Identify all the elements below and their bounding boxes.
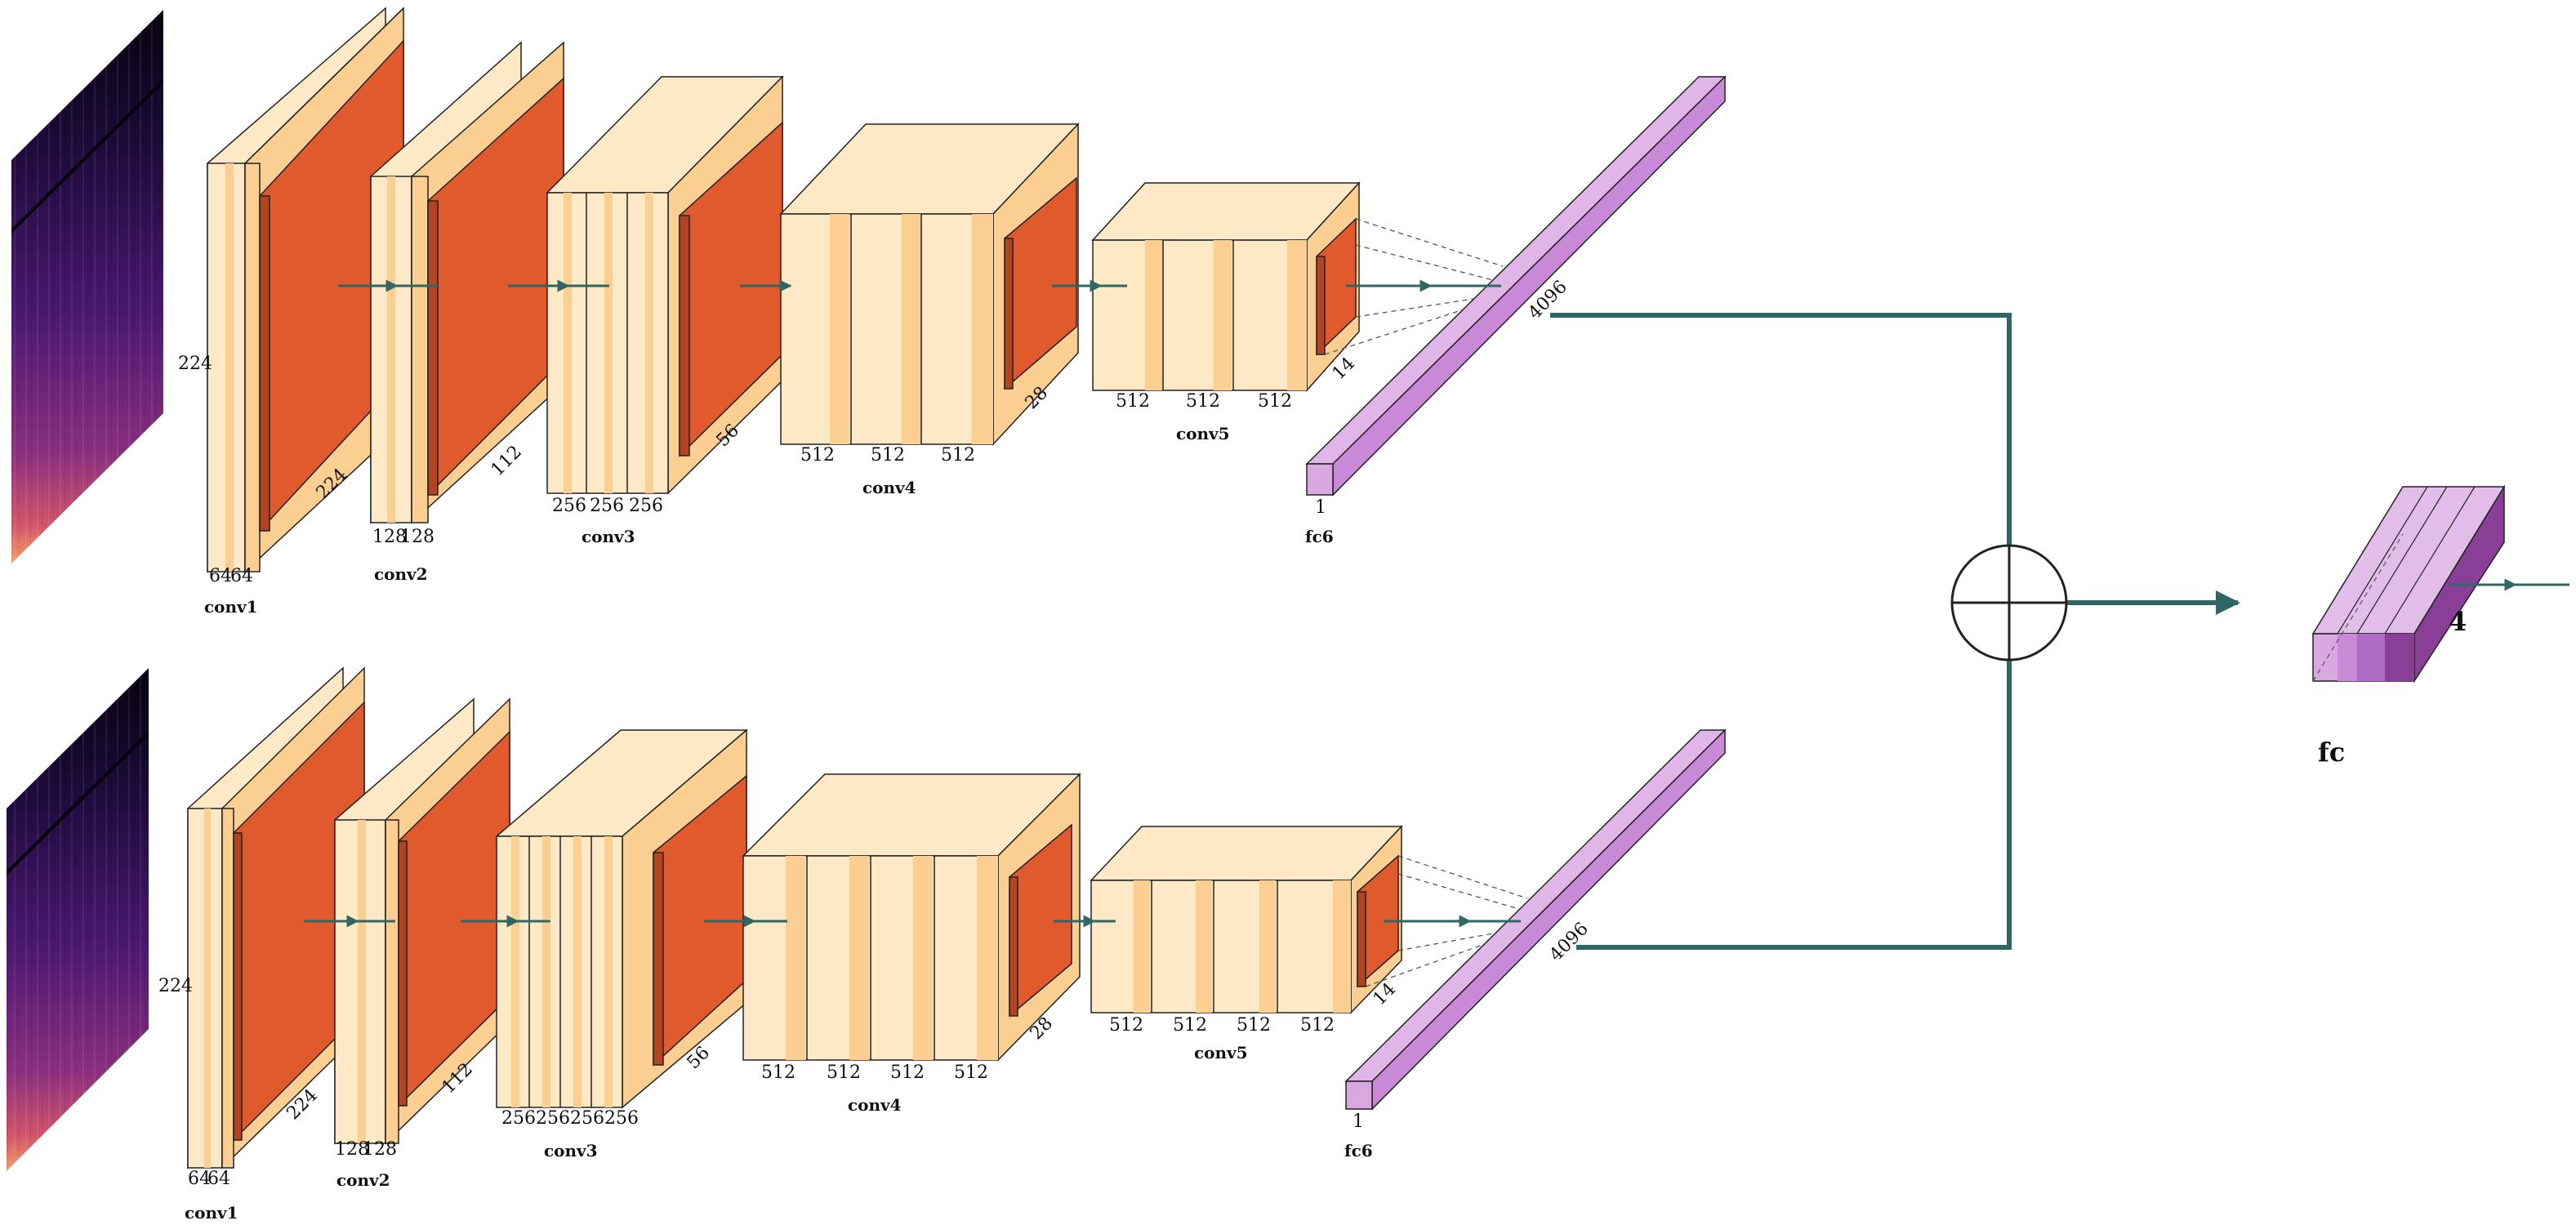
conv3-ch2-label: 256 bbox=[590, 496, 624, 516]
conv1-dim-label: 224 bbox=[158, 976, 193, 996]
conv2-name-label: conv2 bbox=[374, 564, 428, 584]
conv5-ch2-label: 512 bbox=[1186, 391, 1220, 412]
conv1-ch1-label: 64 bbox=[209, 566, 232, 586]
conv1-ch2-label: 64 bbox=[230, 566, 253, 586]
conv4-ch2-label: 512 bbox=[871, 445, 905, 466]
conv5-ch4-label: 512 bbox=[1300, 1015, 1335, 1036]
conv5-block-bottom bbox=[1090, 825, 1403, 1014]
conv1-ch2-label: 64 bbox=[207, 1169, 230, 1189]
spectrogram-image-bottom bbox=[7, 668, 149, 1171]
conv3-name-label: conv3 bbox=[582, 527, 635, 546]
sum-circle-icon bbox=[1950, 544, 2068, 662]
conv4-ch3-label: 512 bbox=[890, 1062, 925, 1083]
conv5-ch1-label: 512 bbox=[1109, 1015, 1143, 1036]
conv3-ch4-label: 256 bbox=[604, 1108, 639, 1129]
conv4-name-label: conv4 bbox=[848, 1095, 902, 1115]
fc-name-label: fc bbox=[2318, 737, 2345, 768]
conv2-ch2-label: 128 bbox=[363, 1139, 397, 1160]
fc6-bar-bottom bbox=[1344, 728, 1727, 1111]
conv4-ch2-label: 512 bbox=[827, 1062, 861, 1083]
conv3-ch1-label: 256 bbox=[501, 1108, 536, 1129]
conv1-ch1-label: 64 bbox=[188, 1169, 211, 1189]
conv3-ch3-label: 256 bbox=[570, 1108, 604, 1129]
network-top: 224 64 64 224 conv1 128 128 112 conv2 bbox=[11, 7, 1727, 617]
conv2-name-label: conv2 bbox=[336, 1170, 390, 1190]
conv2-block-bottom bbox=[334, 697, 510, 1145]
fc6-bar-top bbox=[1305, 75, 1727, 497]
fc6-depth-label: 1 bbox=[1315, 497, 1326, 518]
network-bottom: 224 64 64 224 conv1 128 128 112 conv2 bbox=[7, 666, 1727, 1223]
conv1-name-label: conv1 bbox=[185, 1203, 238, 1223]
conv5-name-label: conv5 bbox=[1176, 424, 1230, 443]
conv2-ch1-label: 128 bbox=[372, 527, 407, 547]
fc6-name-label: fc6 bbox=[1305, 527, 1334, 546]
conv1-name-label: conv1 bbox=[204, 597, 258, 617]
conv5-ch1-label: 512 bbox=[1116, 391, 1150, 412]
conv4-block-bottom bbox=[742, 773, 1081, 1062]
conv3-block-bottom bbox=[494, 728, 749, 1109]
conv3-ch3-label: 256 bbox=[629, 496, 663, 516]
conv5-name-label: conv5 bbox=[1194, 1043, 1248, 1062]
conv4-ch1-label: 512 bbox=[800, 445, 835, 466]
conv4-name-label: conv4 bbox=[862, 478, 916, 497]
fc6-depth-label: 1 bbox=[1353, 1111, 1364, 1132]
conv1-dim-label: 224 bbox=[178, 354, 212, 374]
fusion-connectors bbox=[1550, 313, 2240, 950]
conv4-block-top bbox=[779, 122, 1080, 446]
conv3-name-label: conv3 bbox=[544, 1141, 598, 1160]
conv1-block-bottom bbox=[187, 666, 365, 1169]
conv5-ch2-label: 512 bbox=[1173, 1015, 1207, 1036]
conv1-block-top bbox=[207, 7, 404, 573]
conv5-ch3-label: 512 bbox=[1258, 391, 1292, 412]
conv2-ch2-label: 128 bbox=[400, 527, 435, 547]
fc6-name-label: fc6 bbox=[1344, 1141, 1373, 1160]
conv5-block-top bbox=[1091, 181, 1361, 392]
conv3-block-top bbox=[546, 75, 784, 495]
conv4-ch4-label: 512 bbox=[954, 1062, 988, 1083]
spectrogram-image-top bbox=[11, 10, 163, 564]
conv3-ch2-label: 256 bbox=[536, 1108, 570, 1129]
conv2-block-top bbox=[370, 41, 564, 524]
conv2-ch1-label: 128 bbox=[335, 1139, 369, 1160]
fc-units-label: 4 bbox=[2449, 606, 2467, 637]
conv4-ch3-label: 512 bbox=[941, 445, 975, 466]
projection-lines-top bbox=[1324, 218, 1504, 355]
conv3-ch1-label: 256 bbox=[552, 496, 586, 516]
conv5-ch3-label: 512 bbox=[1237, 1015, 1271, 1036]
conv4-ch1-label: 512 bbox=[761, 1062, 796, 1083]
